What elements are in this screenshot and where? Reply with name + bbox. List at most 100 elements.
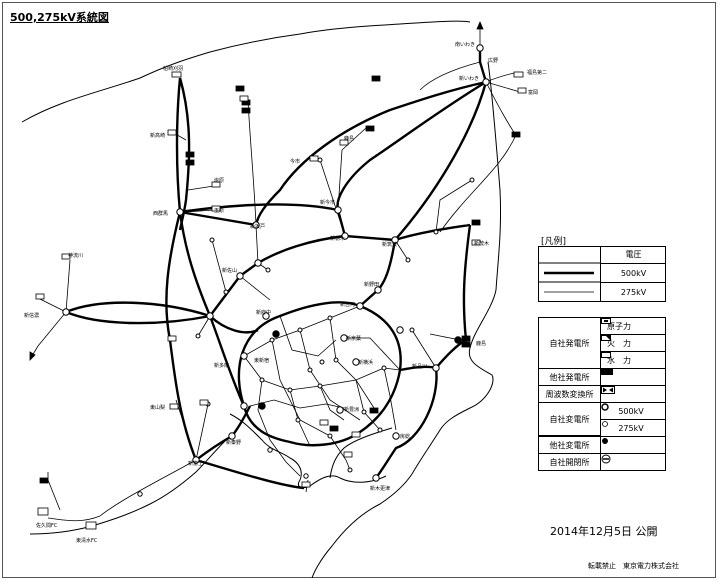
label-shin-sayama: 新佐山 — [222, 267, 237, 274]
label-minami-iwaki: 南いわき — [455, 41, 475, 48]
label-shin-kisarazu: 新木更津 — [370, 485, 390, 492]
other-substation-b — [258, 402, 266, 410]
legend-nuclear: 原子力 — [600, 317, 666, 335]
plants — [35, 71, 527, 530]
voltage-275: 275kV — [600, 282, 666, 302]
legend-hydro-label: 水 力 — [607, 355, 631, 365]
substation-500-shin-noda — [374, 286, 382, 294]
label-higashi-shimizu: 東清水FC — [76, 537, 98, 544]
label-shin-kamogawa: 新茂木 — [474, 240, 489, 247]
nuclear-plant-fukushima-daini — [513, 71, 524, 78]
substation-500-shin-imaichi-a — [252, 221, 260, 229]
other-generation-symbol-cell — [600, 368, 666, 386]
label-sakuma: 佐久間FC — [36, 522, 58, 529]
legend-sub-500: 500kV — [600, 402, 666, 420]
substation-500-b — [352, 358, 360, 366]
other-substation-c — [454, 336, 462, 344]
substation-500-nishi-gunma — [176, 208, 184, 216]
label-higashi-shinjuku: 東新宿 — [254, 357, 269, 364]
label-shin-imaichi: 新今市 — [320, 199, 335, 206]
coastline — [21, 20, 502, 579]
nuclear-plant-kashiwazaki — [171, 71, 182, 78]
label-shin-sakado: 新坂戸 — [250, 223, 265, 230]
legend-own-switching: 自社開閉所 — [538, 453, 601, 471]
substation-500-shin-imaichi — [334, 206, 342, 214]
other-substation-symbol-cell — [600, 436, 666, 454]
voltage-header: 電圧 — [600, 246, 666, 264]
legend-thermal-label: 火 力 — [607, 338, 631, 348]
frequency-converter-icon — [601, 386, 615, 394]
label-shin-yokohama: 新横浜 — [358, 359, 373, 366]
voltage-500: 500kV — [600, 263, 666, 283]
legend-hydro: 水 力 — [600, 351, 666, 369]
label-kashima: 鹿島 — [344, 135, 354, 142]
label-shiobara: 塩原 — [214, 177, 224, 184]
substation-500-minami-iwaki — [476, 44, 484, 52]
label-boso: 房総 — [400, 433, 410, 440]
substation-500-boso — [392, 432, 400, 440]
substation-500-shin-shinano — [62, 308, 70, 316]
legend-thermal: 火 力 — [600, 334, 666, 352]
label-tomioka: 富岡 — [528, 89, 538, 96]
nodes — [62, 44, 490, 497]
label-shin-shinano: 新信濃 — [24, 312, 39, 319]
label-shin-shinagawa: 新品川 — [412, 363, 427, 370]
substation-500-shin-takasaki — [206, 312, 214, 320]
switching-symbol-cell — [600, 453, 666, 471]
legend-frequency-converter: 周波数変換所 — [538, 385, 601, 403]
symbol-legend — [538, 317, 666, 471]
substation-500-shin-hatano — [228, 432, 236, 440]
label-shin-keiyo: 新京葉 — [346, 335, 361, 342]
switching-station-icon — [601, 454, 611, 464]
publish-date: 2014年12月5日 公開 — [550, 525, 658, 538]
label-hirono: 広野 — [488, 57, 498, 64]
label-shin-koga: 新古河 — [340, 301, 355, 308]
label-shin-takasaki: 新高崎 — [150, 132, 165, 139]
label-kashiwazaki: 柏崎刈羽 — [163, 65, 183, 72]
label-imaichi: 今市 — [290, 158, 300, 165]
label-shin-toyosu: 新豊洲 — [344, 406, 359, 413]
substation-500-a — [254, 259, 262, 267]
other-plant-a — [371, 75, 381, 82]
label-shin-fuji: 新富士 — [188, 460, 203, 467]
label-shin-hatano: 新秦野 — [226, 439, 241, 446]
voltage-legend — [538, 246, 666, 302]
legend-own-substation: 自社変電所 — [538, 402, 601, 436]
substation-500-shin-koga — [356, 302, 364, 310]
diagram-title: 500,275kV系統図 — [10, 11, 109, 24]
other-substation-a — [272, 330, 280, 338]
arrows — [29, 20, 484, 480]
legend-own-generation: 自社発電所 — [538, 317, 601, 369]
substation-500-shin-fuchu — [262, 312, 270, 320]
substation-500-shin-iwaki — [482, 78, 490, 86]
label-nishi-gunma: 西群馬 — [153, 210, 168, 217]
frequency-converter-higashi-shimizu — [85, 521, 97, 530]
legend-nuclear-label: 原子力 — [607, 321, 631, 331]
label-shin-ibaraki: 新筑波 — [382, 241, 397, 248]
substation-500-e — [240, 402, 248, 410]
other-plant-icon — [601, 369, 613, 375]
substation-500-d — [432, 364, 440, 372]
label-shin-tama: 新多摩 — [214, 362, 229, 369]
lines-500kv — [65, 48, 488, 490]
legend-other-generation: 他社発電所 — [538, 368, 601, 386]
other-substation-icon — [602, 438, 608, 444]
substation-500-shin-tama — [240, 352, 248, 360]
label-shin-tochigi: 新栃木 — [330, 235, 345, 242]
label-kashima-2: 鹿島 — [476, 340, 486, 347]
legend-other-substation: 他社変電所 — [538, 436, 601, 454]
label-higashi-yamanashi: 東山梨 — [150, 404, 165, 411]
frequency-converter-sakuma — [37, 507, 49, 516]
substation-500-shin-fuji — [192, 456, 200, 464]
legend-sub-275: 275kV — [600, 419, 666, 437]
label-shin-fuchu: 新府中 — [256, 309, 271, 316]
legend-sub-500-label: 500kV — [618, 406, 644, 416]
legend-heading: [凡例] — [541, 237, 567, 247]
substation-500-shin-toyosu — [336, 406, 344, 414]
substation-500-c — [396, 326, 404, 334]
station-labels: 南いわき 新いわき 広野 福島第二 富岡 柏崎刈羽 新高崎 西群馬 東山梨 新富… — [24, 41, 547, 544]
lines-275kv — [37, 61, 521, 522]
frequency-converter-symbol-cell — [600, 385, 666, 403]
